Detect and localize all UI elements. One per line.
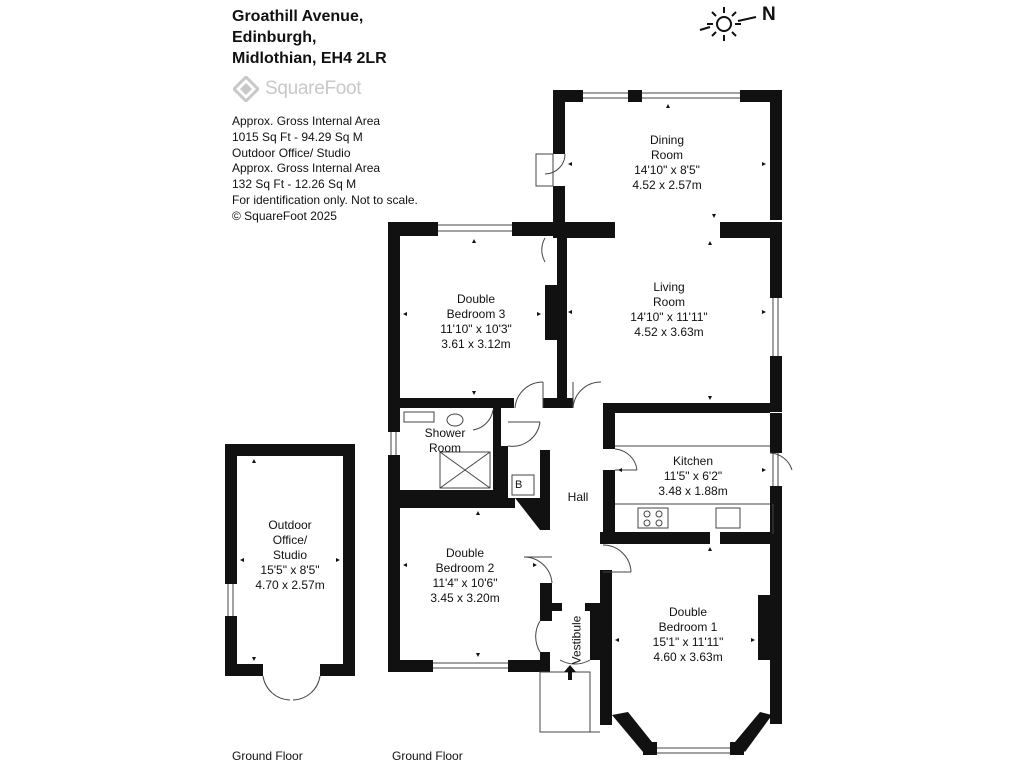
info-line: Approx. Gross Internal Area: [232, 161, 381, 176]
room-dimensions-imperial: 11'10" x 10'3": [440, 322, 512, 336]
logo-text: SquareFoot: [265, 78, 362, 99]
windows-and-fixtures: [227, 92, 793, 754]
room-dining: Dining Room 14'10" x 8'5" 4.52 x 2.57m: [632, 133, 701, 193]
room-name: Bedroom 2: [435, 561, 495, 575]
room-name: Hall: [567, 490, 589, 504]
room-bedroom-2: Double Bedroom 2 11'4" x 10'6" 3.45 x 3.…: [430, 546, 499, 606]
room-shower: Shower Room: [425, 426, 466, 456]
room-dimensions-metric: 3.48 x 1.88m: [658, 484, 728, 498]
room-dimensions-imperial: 11'5" x 6'2": [663, 469, 723, 483]
boiler-label: B: [515, 479, 523, 491]
walls: [225, 90, 782, 755]
info-line: For identification only. Not to scale.: [232, 192, 418, 207]
room-dimensions-metric: 4.70 x 2.57m: [255, 578, 325, 592]
room-dimensions-metric: 3.61 x 3.12m: [441, 337, 511, 351]
info-line: 1015 Sq Ft - 94.29 Sq M: [232, 129, 363, 144]
room-dimensions-metric: 4.52 x 3.63m: [634, 325, 704, 339]
room-name: Living: [653, 280, 685, 294]
room-hall: Hall: [568, 490, 589, 505]
squarefoot-logo: SquareFoot: [231, 74, 362, 104]
area-info: Approx. Gross Internal Area 1015 Sq Ft -…: [232, 114, 418, 225]
address-line-3: Midlothian, EH4 2LR: [232, 50, 387, 67]
floor-label-office: Ground Floor: [232, 749, 303, 763]
room-name: Shower: [424, 426, 466, 440]
room-dimensions-imperial: 15'5" x 8'5": [260, 563, 320, 577]
room-dimensions-imperial: 14'10" x 11'11": [630, 310, 708, 324]
room-outdoor-office: Outdoor Office/ Studio 15'5" x 8'5" 4.70…: [255, 518, 324, 593]
info-line: Outdoor Office/ Studio: [232, 145, 351, 160]
squarefoot-logo-icon: [231, 74, 261, 104]
room-name: Dining: [649, 133, 685, 147]
room-name: Double: [456, 292, 496, 306]
room-dimensions-metric: 4.52 x 2.57m: [632, 178, 702, 192]
address-line-2: Edinburgh,: [232, 29, 317, 46]
room-kitchen: Kitchen 11'5" x 6'2" 3.48 x 1.88m: [658, 454, 727, 499]
room-name: Bedroom 3: [446, 307, 506, 321]
room-vestibule: Vestibule: [569, 615, 584, 665]
room-name: Room: [650, 148, 683, 162]
north-label: N: [762, 4, 776, 25]
room-name: Outdoor: [268, 518, 312, 532]
address-line-1: Groathill Avenue,: [232, 8, 364, 25]
entrance-arrow: [564, 665, 576, 680]
room-bedroom-3: Double Bedroom 3 11'10" x 10'3" 3.61 x 3…: [440, 292, 512, 352]
room-name: Office/: [272, 533, 308, 547]
room-name: Studio: [272, 548, 308, 562]
property-address: Groathill Avenue, Edinburgh, Midlothian,…: [232, 6, 387, 69]
room-dimensions-metric: 4.60 x 3.63m: [653, 650, 723, 664]
room-name: Double: [668, 605, 708, 619]
room-name: Room: [428, 441, 461, 455]
room-dimensions-imperial: 15'1" x 11'11": [652, 635, 724, 649]
floor-label-house: Ground Floor: [392, 749, 463, 763]
room-name: Kitchen: [672, 454, 714, 468]
room-name: Room: [652, 295, 686, 309]
room-dimensions-imperial: 11'4" x 10'6": [432, 576, 498, 590]
room-bedroom-1: Double Bedroom 1 15'1" x 11'11" 4.60 x 3…: [653, 605, 724, 665]
room-name: Double: [445, 546, 485, 560]
dimension-ticks: [240, 104, 766, 661]
room-dimensions-metric: 3.45 x 3.20m: [430, 591, 500, 605]
info-line: Approx. Gross Internal Area: [232, 114, 381, 128]
sun-compass-icon: [698, 4, 760, 49]
info-line: © SquareFoot 2025: [232, 208, 337, 223]
room-living: Living Room 14'10" x 11'11" 4.52 x 3.63m: [630, 280, 707, 340]
room-name: Bedroom 1: [658, 620, 718, 634]
info-line: 132 Sq Ft - 12.26 Sq M: [232, 177, 357, 192]
room-dimensions-imperial: 14'10" x 8'5": [634, 163, 700, 177]
